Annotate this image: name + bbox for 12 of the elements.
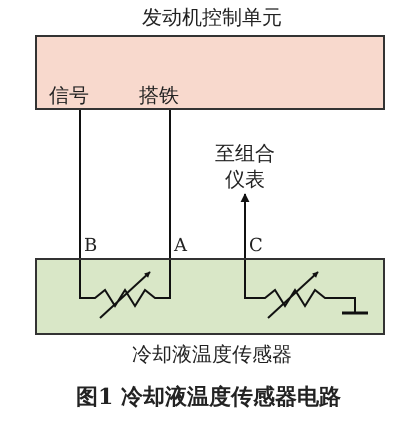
wire <box>169 110 171 258</box>
unit-title: 发动机控制单元 <box>141 5 283 29</box>
signal-arrow <box>240 193 250 258</box>
sensor-title: 冷却液温度传感器 <box>131 342 293 366</box>
pin-label: C <box>249 234 263 258</box>
figure-caption: 图1 冷却液温度传感器电路 <box>75 385 342 409</box>
destination-text: 至组合仪表 <box>214 140 276 192</box>
pin-label: A <box>174 234 187 258</box>
pin-label: B <box>84 234 98 258</box>
terminal-label: 搭铁 <box>139 83 179 107</box>
terminal-label: 信号 <box>49 83 89 107</box>
wire <box>79 110 81 258</box>
